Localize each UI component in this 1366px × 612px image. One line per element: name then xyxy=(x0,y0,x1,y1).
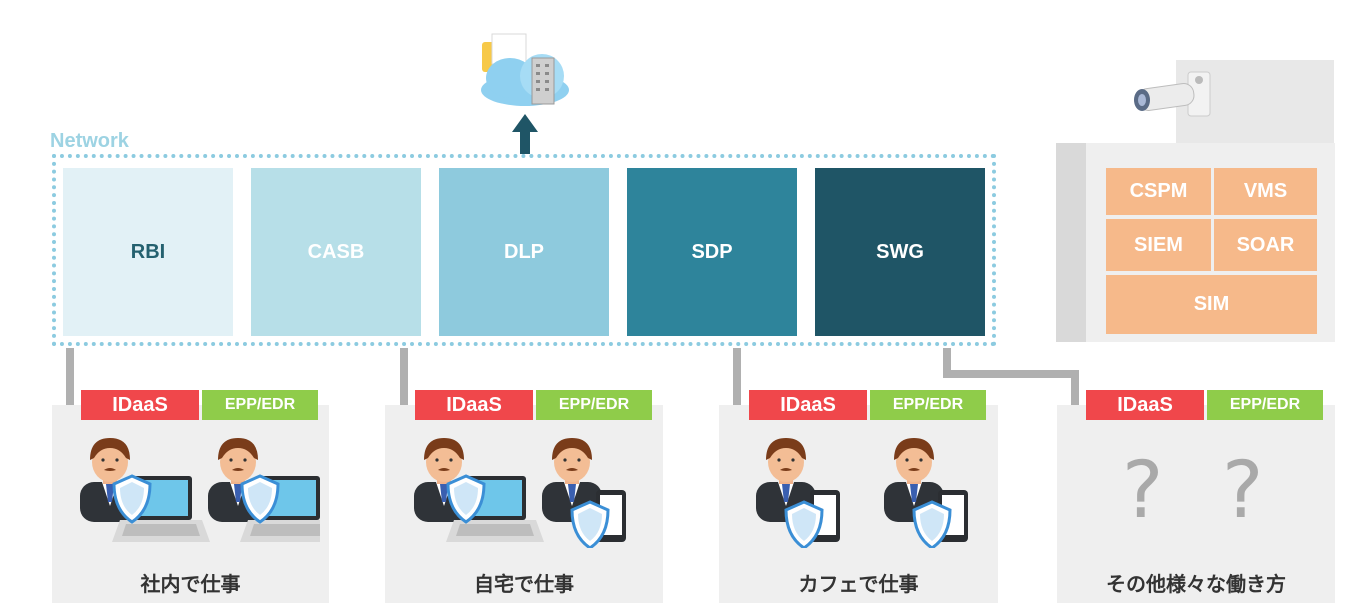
idaas-badge: IDaaS xyxy=(415,390,533,420)
question-mark-icon: ? xyxy=(1122,446,1164,536)
question-mark-icon: ? xyxy=(1222,446,1264,536)
epp-edr-badge: EPP/EDR xyxy=(536,390,652,420)
caption-other: その他様々な働き方 xyxy=(1106,574,1286,596)
tile-sdp: SDP xyxy=(627,168,797,336)
connector-home xyxy=(400,348,408,406)
soc-cell-soar: SOAR xyxy=(1214,219,1317,271)
soc-cell-sim: SIM xyxy=(1106,275,1317,334)
epp-edr-badge: EPP/EDR xyxy=(870,390,986,420)
soc-cell-cspm: CSPM xyxy=(1106,168,1211,215)
caption-home: 自宅で仕事 xyxy=(474,574,574,596)
connector-cafe xyxy=(733,348,741,406)
network-frame xyxy=(52,154,996,346)
connector-other-a xyxy=(943,348,951,378)
cloud-storage-icon xyxy=(481,33,569,106)
connector-office xyxy=(66,348,74,406)
tile-casb: CASB xyxy=(251,168,421,336)
security-camera-icon xyxy=(1134,71,1211,117)
caption-office: 社内で仕事 xyxy=(140,574,241,596)
cafe-workers-illustration xyxy=(756,438,968,548)
idaas-badge: IDaaS xyxy=(749,390,867,420)
connector-other-c xyxy=(1071,370,1079,406)
tile-swg: SWG xyxy=(815,168,985,336)
soc-cell-siem: SIEM xyxy=(1106,219,1211,271)
network-label: Network xyxy=(50,130,129,152)
soc-cell-vms: VMS xyxy=(1214,168,1317,215)
soc-building-side xyxy=(1056,143,1086,342)
epp-edr-badge: EPP/EDR xyxy=(1207,390,1323,420)
connector-other-b xyxy=(943,370,1079,378)
epp-edr-badge: EPP/EDR xyxy=(202,390,318,420)
upload-arrow-icon xyxy=(512,114,538,154)
tile-rbi: RBI xyxy=(63,168,233,336)
home-workers-illustration xyxy=(414,438,626,548)
workplace-other xyxy=(1057,405,1335,603)
caption-cafe: カフェで仕事 xyxy=(798,574,919,596)
idaas-badge: IDaaS xyxy=(1086,390,1204,420)
idaas-badge: IDaaS xyxy=(81,390,199,420)
office-workers-illustration xyxy=(80,438,320,542)
tile-dlp: DLP xyxy=(439,168,609,336)
